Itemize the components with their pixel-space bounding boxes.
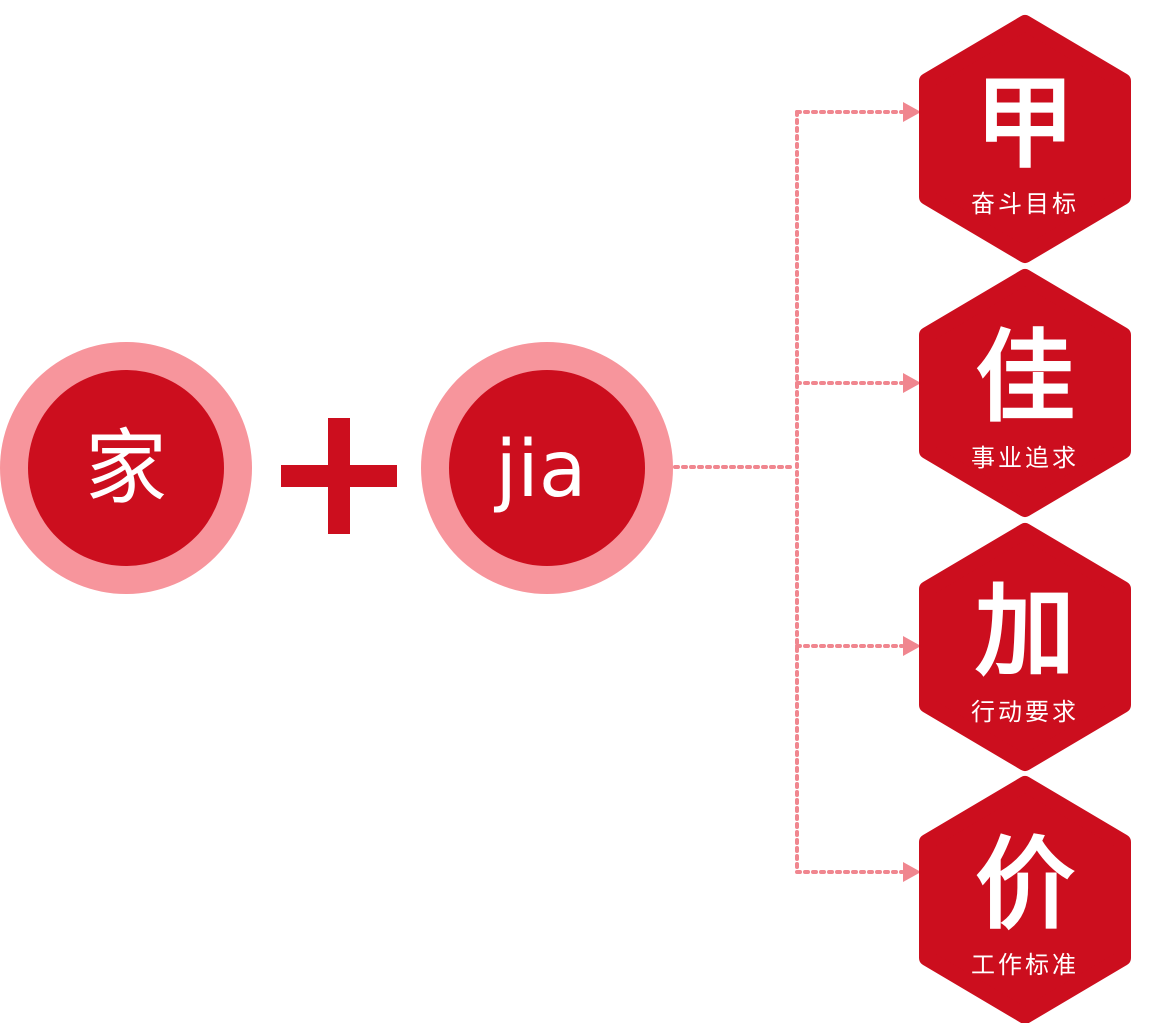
hex-node-4-char: 价: [975, 825, 1075, 943]
left-circle-core: [28, 370, 224, 566]
hexagon-shape: [919, 269, 1131, 517]
hex-node-2-char: 佳: [975, 318, 1075, 436]
right-circle-core: [449, 370, 645, 566]
hex-node-4: 价 工作标准: [919, 776, 1131, 1023]
hexagon-shape: [919, 776, 1131, 1023]
hexagon-shape: [919, 15, 1131, 263]
connector-arrowheads: [903, 102, 921, 882]
hex-node-1-char: 甲: [975, 64, 1075, 182]
hexagon-shape: [919, 523, 1131, 771]
arrowhead-4-icon: [903, 862, 921, 882]
hex-node-4-subtitle: 工作标准: [971, 951, 1079, 979]
hex-node-1-subtitle: 奋斗目标: [971, 190, 1079, 218]
hex-node-2-subtitle: 事业追求: [971, 444, 1079, 472]
plus-icon: [281, 418, 397, 534]
right-circle-label: jia: [493, 425, 586, 515]
left-circle-label: 家: [85, 421, 167, 516]
hex-node-1: 甲 奋斗目标: [919, 15, 1131, 263]
arrowhead-2-icon: [903, 373, 921, 393]
hex-node-2: 佳 事业追求: [919, 269, 1131, 517]
arrowhead-3-icon: [903, 636, 921, 656]
plus-horizontal-bar: [281, 465, 397, 487]
arrowhead-1-icon: [903, 102, 921, 122]
hex-node-3-char: 加: [975, 572, 1075, 690]
connector-lines: [673, 110, 904, 874]
hex-node-3-subtitle: 行动要求: [971, 698, 1079, 726]
right-circle-node: jia: [421, 342, 673, 594]
left-circle-node: 家: [0, 342, 252, 594]
hex-node-3: 加 行动要求: [919, 523, 1131, 771]
